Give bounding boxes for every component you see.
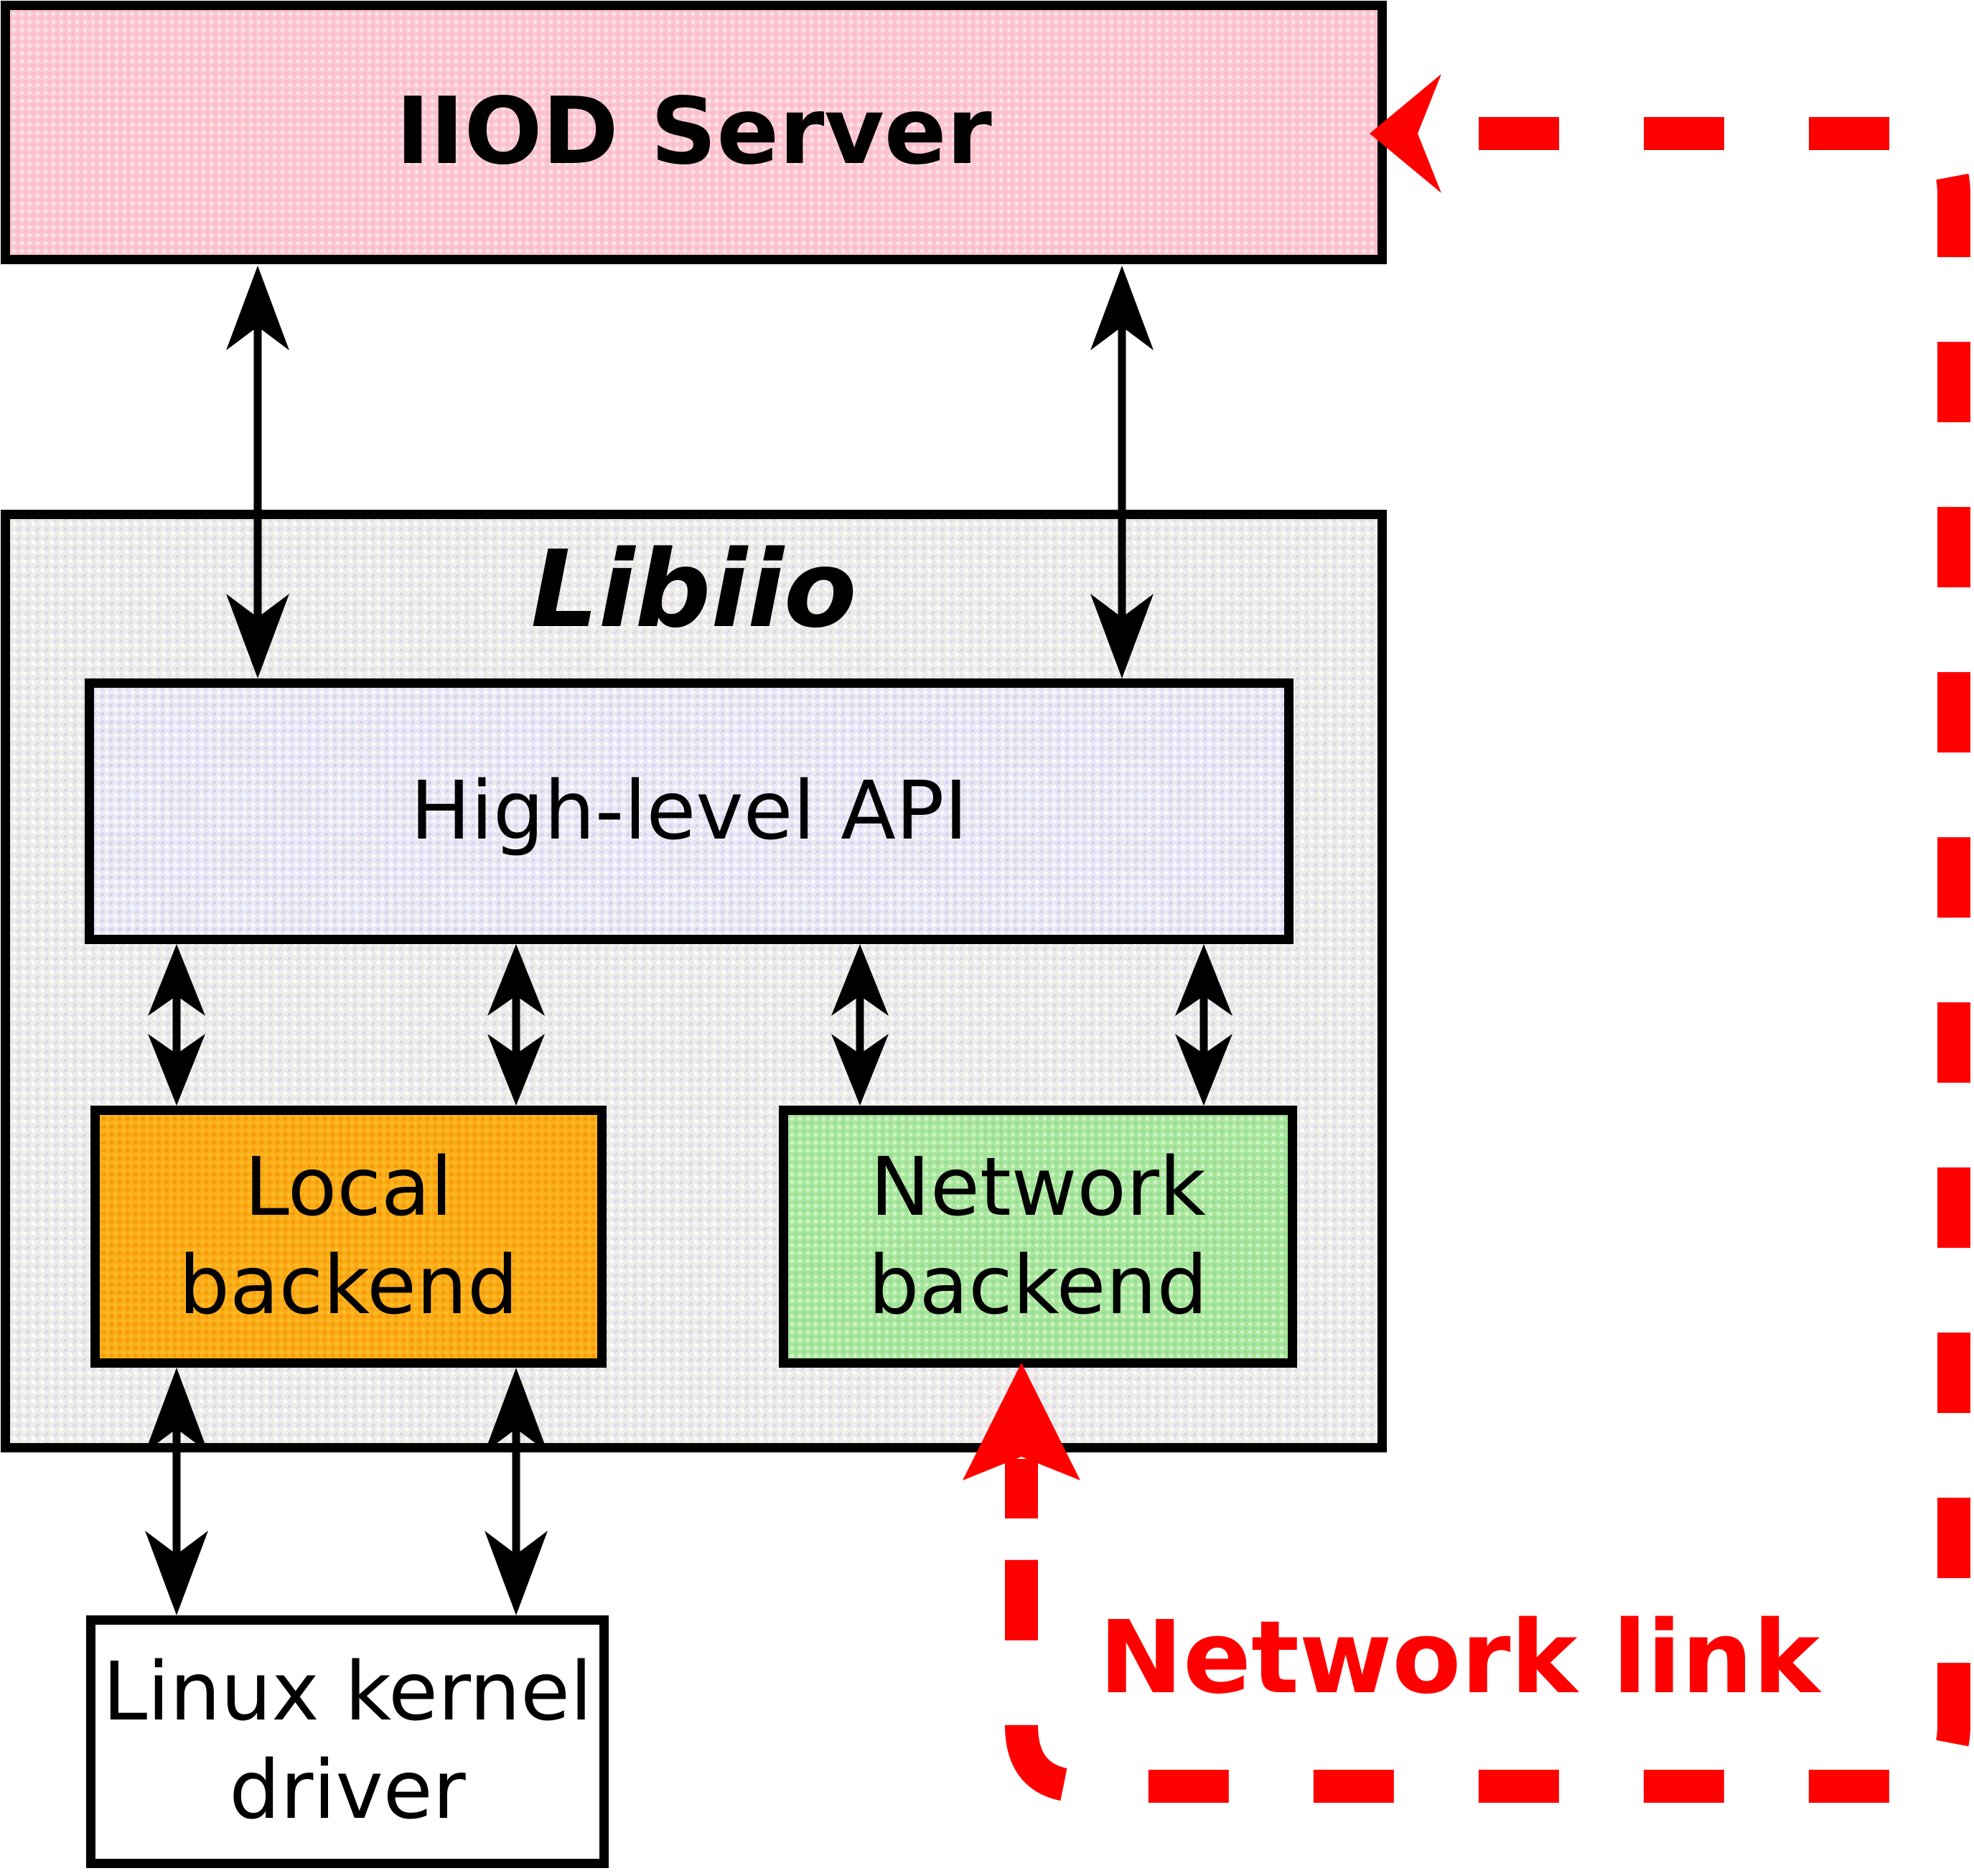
arrowhead-down-icon — [487, 1034, 545, 1106]
iiod-server-box: IIOD Server — [1, 1, 1387, 264]
high-level-api-box: High-level API — [85, 678, 1294, 944]
linux-kernel-driver-line2: driver — [229, 1744, 466, 1837]
network-backend-line1: Network — [870, 1140, 1206, 1234]
network-link-arrowhead-up-icon — [963, 1363, 1080, 1480]
arrowhead-up-icon — [226, 266, 289, 350]
double-arrow — [1090, 266, 1154, 678]
network-link-arrowhead-left-icon — [1370, 74, 1441, 193]
high-level-api-label: High-level API — [410, 764, 968, 858]
double-arrow — [145, 1368, 208, 1615]
arrowhead-down-icon — [145, 1531, 208, 1615]
libiio-title: Libiio — [530, 528, 857, 651]
double-arrow — [1175, 944, 1232, 1106]
arrowhead-up-icon — [487, 944, 545, 1016]
network-link-label: Network link — [1098, 1600, 1820, 1717]
arrowhead-down-icon — [485, 1531, 548, 1615]
double-arrow — [148, 944, 205, 1106]
arrowhead-down-icon — [226, 594, 289, 678]
arrowhead-down-icon — [831, 1034, 889, 1106]
arrowhead-up-icon — [485, 1368, 548, 1452]
linux-kernel-driver-line1: Linux kernel — [102, 1646, 593, 1740]
black-double-arrows — [145, 266, 1232, 1615]
local-backend-line1: Local — [244, 1140, 453, 1234]
double-arrow — [485, 1368, 548, 1615]
network-backend-line2: backend — [868, 1238, 1208, 1333]
arrowhead-up-icon — [1090, 266, 1154, 350]
arrowhead-up-icon — [831, 944, 889, 1016]
arrowhead-up-icon — [148, 944, 205, 1016]
double-arrow — [226, 266, 289, 678]
network-link-dashed-path — [963, 74, 1970, 1803]
arrowhead-down-icon — [1090, 594, 1154, 678]
arrowhead-down-icon — [1175, 1034, 1232, 1106]
double-arrow — [487, 944, 545, 1106]
double-arrow — [831, 944, 889, 1106]
local-backend-line2: backend — [178, 1238, 519, 1333]
arrowhead-up-icon — [145, 1368, 208, 1452]
arrowhead-up-icon — [1175, 944, 1232, 1016]
iiod-server-label: IIOD Server — [396, 78, 992, 186]
arrowhead-down-icon — [148, 1034, 205, 1106]
network-link-dashes — [1005, 117, 1970, 1803]
